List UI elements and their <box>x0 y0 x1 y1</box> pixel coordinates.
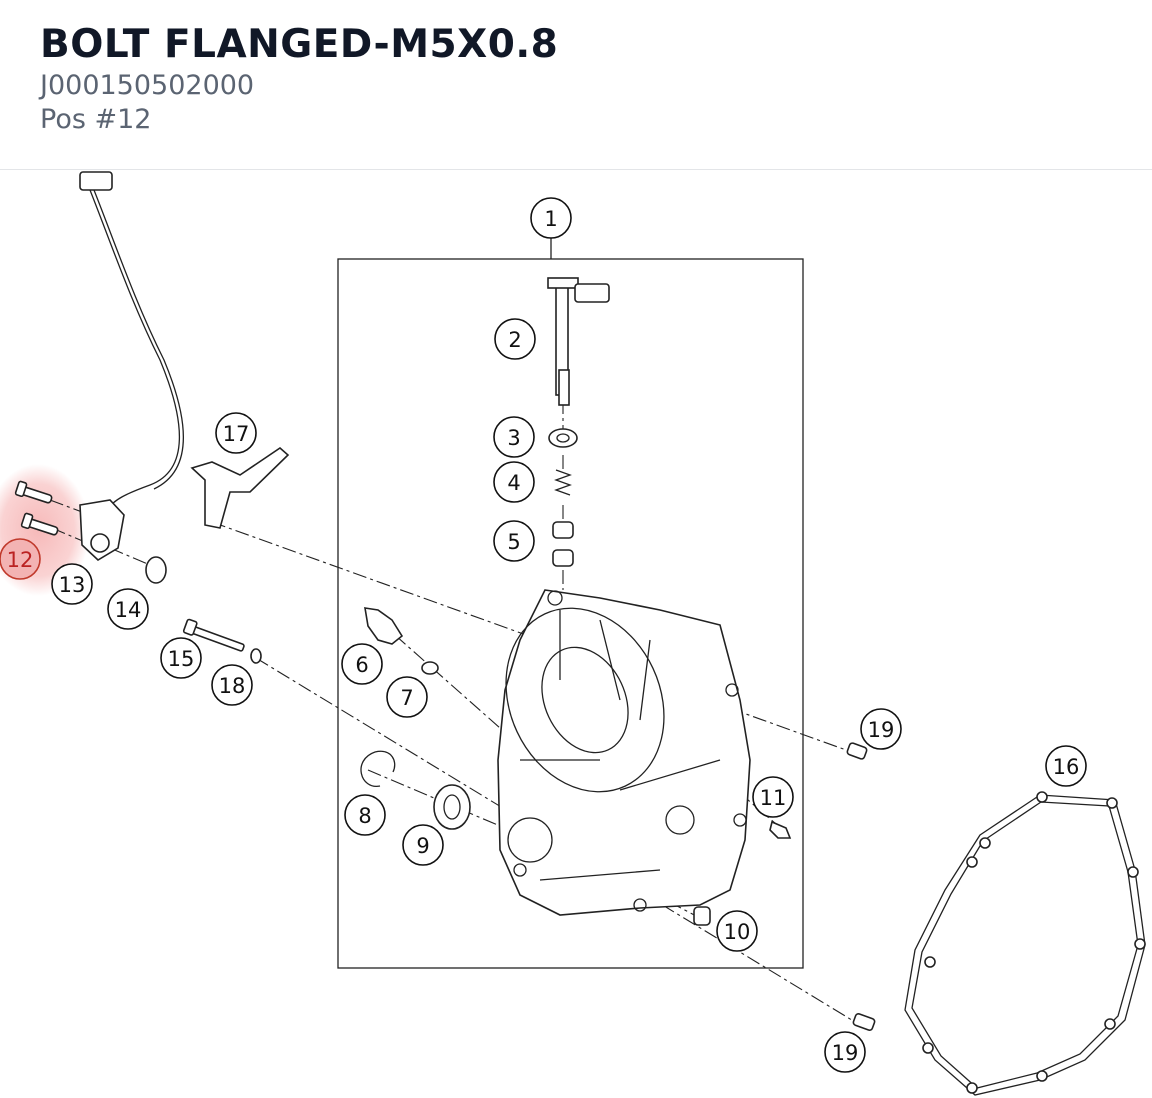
callout-circle[interactable] <box>716 910 758 952</box>
small-o-ring <box>421 661 439 675</box>
callout-8[interactable]: 8 <box>344 794 386 836</box>
washer <box>250 648 262 664</box>
callout-number: 10 <box>724 920 751 944</box>
temp-sensor <box>364 607 404 645</box>
callout-number: 5 <box>507 530 520 554</box>
callout-number: 19 <box>868 718 895 742</box>
dowel-10 <box>693 906 711 926</box>
callout-number: 14 <box>115 598 142 622</box>
callout-12[interactable]: 12 <box>0 538 41 580</box>
assembly-frame <box>337 258 804 969</box>
callout-circle[interactable] <box>0 538 41 580</box>
o-ring <box>145 556 167 584</box>
callout-15[interactable]: 15 <box>160 637 202 679</box>
callout-number: 13 <box>59 573 86 597</box>
callout-10[interactable]: 10 <box>716 910 758 952</box>
long-bolt <box>182 618 245 652</box>
callout-11[interactable]: 11 <box>752 776 794 818</box>
seal <box>548 428 578 448</box>
callout-circle[interactable] <box>344 794 386 836</box>
callout-6[interactable]: 6 <box>341 643 383 685</box>
callout-number: 3 <box>507 426 520 450</box>
callout-circle[interactable] <box>493 520 535 562</box>
callout-14[interactable]: 14 <box>107 588 149 630</box>
dowel-19-lower <box>852 1012 876 1032</box>
callout-number: 18 <box>219 674 246 698</box>
callout-number: 2 <box>508 328 521 352</box>
callout-circle[interactable] <box>752 776 794 818</box>
dowel-19-upper <box>846 742 868 760</box>
callout-number: 15 <box>168 647 195 671</box>
callout-17[interactable]: 17 <box>215 412 257 454</box>
clutch-cover <box>497 589 751 916</box>
callout-19b[interactable]: 19 <box>824 1031 866 1073</box>
oil-seal <box>433 784 471 830</box>
callout-circle[interactable] <box>493 416 535 458</box>
position-label: Pos #12 <box>40 104 152 135</box>
callout-16[interactable]: 16 <box>1045 745 1087 787</box>
callout-number: 8 <box>358 804 371 828</box>
callout-2[interactable]: 2 <box>494 318 536 360</box>
callout-number: 11 <box>760 786 787 810</box>
part-header: BOLT FLANGED-M5X0.8 J000150502000 Pos #1… <box>0 0 1152 170</box>
callout-number: 9 <box>416 834 429 858</box>
callout-circle[interactable] <box>860 708 902 750</box>
bearing-lower <box>552 549 574 567</box>
callout-19a[interactable]: 19 <box>860 708 902 750</box>
callout-9[interactable]: 9 <box>402 824 444 866</box>
circlip <box>360 750 396 787</box>
callout-circle[interactable] <box>211 664 253 706</box>
callout-circle[interactable] <box>107 588 149 630</box>
part-number: J000150502000 <box>40 70 255 101</box>
callout-circle[interactable] <box>215 412 257 454</box>
callout-4[interactable]: 4 <box>493 461 535 503</box>
callout-circle[interactable] <box>1045 745 1087 787</box>
callout-number: 19 <box>832 1041 859 1065</box>
callout-circle[interactable] <box>402 824 444 866</box>
callout-number: 1 <box>544 207 557 231</box>
callout-13[interactable]: 13 <box>51 563 93 605</box>
callout-number: 4 <box>507 471 520 495</box>
callout-number: 16 <box>1053 755 1080 779</box>
sensor-with-cable <box>79 171 185 561</box>
cover-gasket <box>904 794 1146 1096</box>
callout-number: 17 <box>223 422 250 446</box>
callout-3[interactable]: 3 <box>493 416 535 458</box>
callout-circle[interactable] <box>494 318 536 360</box>
callout-1[interactable]: 1 <box>530 197 572 239</box>
callout-number: 6 <box>355 653 368 677</box>
callout-number: 7 <box>400 686 413 710</box>
shift-shaft <box>547 277 610 406</box>
part-title: BOLT FLANGED-M5X0.8 <box>40 22 559 67</box>
breather-fitting <box>769 820 792 839</box>
spring <box>554 469 572 496</box>
callout-7[interactable]: 7 <box>386 676 428 718</box>
callout-circle[interactable] <box>386 676 428 718</box>
callout-circle[interactable] <box>824 1031 866 1073</box>
bearing-upper <box>552 521 574 539</box>
callout-number: 12 <box>7 548 34 572</box>
callout-circle[interactable] <box>493 461 535 503</box>
flanged-bolts <box>14 480 59 536</box>
callout-circle[interactable] <box>341 643 383 685</box>
gasket-holes <box>922 791 1146 1094</box>
callout-5[interactable]: 5 <box>493 520 535 562</box>
cable-bracket <box>190 446 290 529</box>
callout-circle[interactable] <box>530 197 572 239</box>
callout-18[interactable]: 18 <box>211 664 253 706</box>
callout-circle[interactable] <box>51 563 93 605</box>
callout-circle[interactable] <box>160 637 202 679</box>
